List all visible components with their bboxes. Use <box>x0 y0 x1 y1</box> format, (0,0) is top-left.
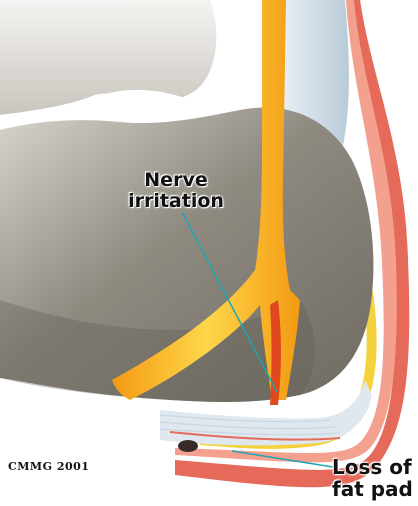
nerve-label-line2: irritation <box>120 191 232 212</box>
lesion-spot <box>178 440 198 452</box>
nerve-label-line1: Nerve <box>120 170 232 191</box>
copyright-text: CMMG 2001 <box>8 460 89 473</box>
loss-of-fat-pad-label: Loss of fat pad <box>332 456 413 500</box>
fat-label-line2: fat pad <box>332 478 413 500</box>
fat-label-line1: Loss of <box>332 456 413 478</box>
nerve-irritation-label: Nerve irritation <box>120 170 232 212</box>
